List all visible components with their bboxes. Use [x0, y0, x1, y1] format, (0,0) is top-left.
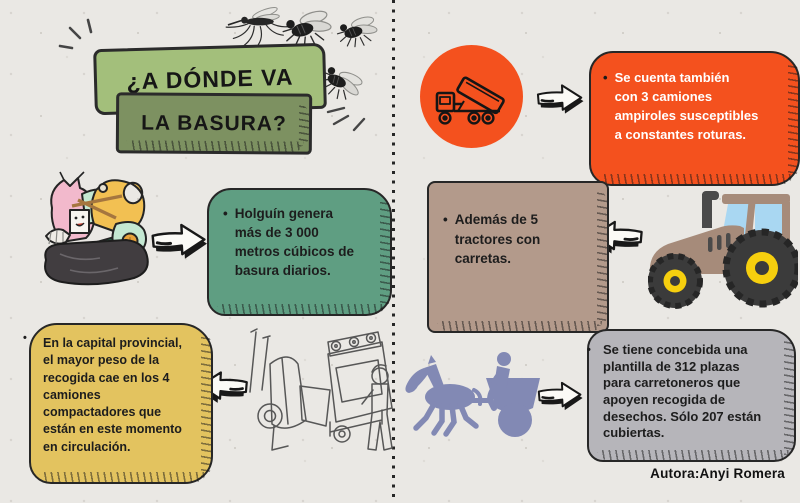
banner-shaded-edge — [126, 140, 304, 152]
fact-text-tractores: Además de 5 tractores con carretas. — [454, 212, 541, 267]
arrow-right-icon — [534, 80, 586, 116]
tractor-illustration — [648, 191, 798, 309]
dump-truck-badge — [420, 45, 523, 148]
box-shaded-edge — [201, 333, 211, 477]
fact-text-capital: En la capital provincial, el mayor peso … — [43, 336, 182, 454]
dump-truck-icon — [435, 75, 505, 125]
dotted-divider — [392, 0, 395, 503]
title-line-1: ¿A DÓNDE VA — [126, 63, 294, 94]
arrow-right-icon — [148, 220, 210, 260]
fact-box-carretoneros: • Se tiene concebida una plantilla de 31… — [587, 329, 796, 462]
sparkle-dashes — [326, 106, 366, 132]
author-credit: Autora:Anyi Romera — [650, 466, 785, 481]
horse-cart-illustration — [405, 352, 540, 437]
box-shaded-edge — [784, 339, 794, 455]
garbage-pile-illustration — [44, 171, 149, 286]
sparkle-dashes — [58, 18, 93, 50]
title-banner-bottom: LA BASURA? — [115, 92, 313, 155]
bullet-marker: • — [587, 344, 591, 356]
box-shaded-edge — [380, 198, 390, 309]
fact-box-capital: • En la capital provincial, el mayor pes… — [23, 323, 213, 484]
fact-box-tractores: • Además de 5 tractores con carretas. — [427, 181, 609, 333]
box-shaded-edge — [39, 472, 206, 482]
bullet-marker: • — [223, 206, 228, 221]
bullet-marker: • — [443, 212, 448, 227]
banner-shaded-edge — [298, 104, 310, 147]
title-line-2: LA BASURA? — [141, 110, 287, 136]
box-shaded-edge — [597, 191, 607, 326]
box-shaded-edge — [217, 304, 385, 314]
bullet-marker: • — [23, 332, 27, 344]
fly-icon — [335, 11, 381, 49]
fact-text-carretoneros: Se tiene concebida una plantilla de 312 … — [603, 342, 762, 441]
bullet-marker: • — [603, 70, 608, 85]
box-shaded-edge — [437, 321, 602, 331]
fact-text-holguin: Holguín genera más de 3 000 metros cúbic… — [234, 206, 355, 279]
box-shaded-edge — [597, 450, 789, 460]
fact-text-camiones: Se cuenta también con 3 camiones ampirol… — [614, 70, 759, 142]
fact-box-camiones: • Se cuenta también con 3 camiones ampir… — [589, 51, 800, 186]
box-shaded-edge — [599, 174, 793, 184]
box-shaded-edge — [788, 61, 798, 179]
garbage-truck-sketch — [249, 328, 393, 451]
fact-box-holguin: • Holguín genera más de 3 000 metros cúb… — [207, 188, 392, 316]
